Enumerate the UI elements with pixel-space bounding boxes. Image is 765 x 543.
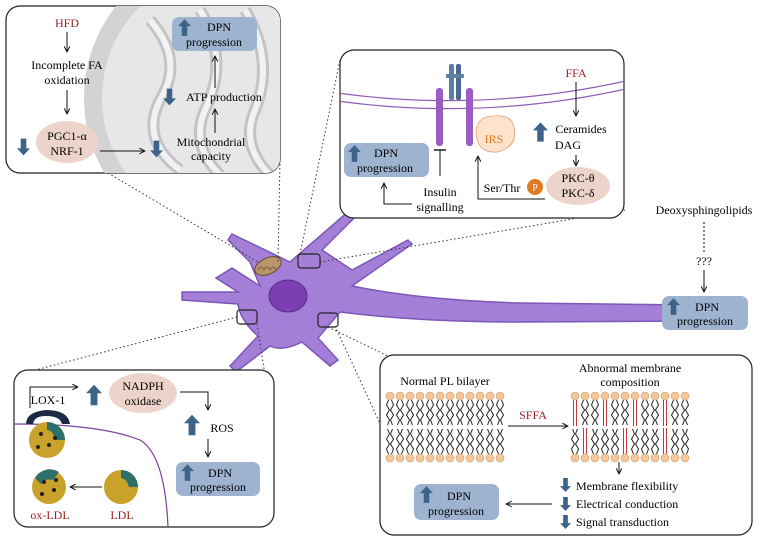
ldl-particle (104, 470, 138, 504)
hfd-label: HFD (55, 16, 79, 30)
insulin-line2: signalling (416, 200, 463, 214)
ox-ldl-label: ox-LDL (30, 508, 69, 522)
neuron-body (181, 208, 691, 373)
pkc-pill (546, 167, 610, 205)
dpn-box-ldl (176, 462, 260, 496)
irs-blob (475, 115, 516, 153)
neuron (181, 208, 691, 373)
dpn-deoxy-line2: progression (677, 314, 733, 328)
normal-bilayer-label: Normal PL bilayer (400, 374, 490, 388)
nadph-line2: oxidase (125, 394, 162, 408)
abnormal-line1: Abnormal membrane (579, 361, 681, 375)
insulin-receptor (436, 64, 473, 146)
mitochondrion-small (254, 256, 282, 276)
ser-thr-label: Ser/Thr (484, 181, 521, 195)
dpn-mito-line2: progression (186, 35, 242, 49)
nadph-line1: NADPH (122, 379, 164, 393)
dpn-deoxy-line1: DPN (695, 300, 719, 314)
arrow-nadph-ros (180, 391, 208, 410)
deoxy-section: Deoxysphingolipids ??? DPN progression (656, 203, 753, 330)
mitochondria-panel: HFD Incomplete FA oxidation PGC1-α NRF-1… (5, 5, 281, 174)
pgc-line2: NRF-1 (50, 144, 83, 158)
cell-membrane-ldl (14, 423, 169, 527)
lox-label: LOX-1 (31, 393, 66, 407)
arrow-pkc-irs (478, 156, 545, 200)
membrane-flexibility: Membrane flexibility (576, 479, 678, 493)
ffa-label: FFA (565, 66, 586, 80)
fa-oxidation-line2: oxidation (44, 73, 89, 87)
membrane-panel: Normal PL bilayer Abnormal membrane comp… (379, 354, 753, 536)
sffa-label: SFFA (519, 408, 547, 422)
dpn-insulin-line2: progression (357, 161, 413, 175)
ldl-panel: LOX-1 NADPH oxidase ROS DPN progression (13, 369, 275, 528)
mito-capacity-line2: capacity (191, 149, 231, 163)
ros-label: ROS (210, 421, 233, 435)
dpn-membrane-line1: DPN (447, 489, 471, 503)
unknown-label: ??? (696, 254, 712, 268)
arrow-lox-nadph (29, 387, 78, 408)
deoxy-label: Deoxysphingolipids (656, 203, 753, 217)
dpn-ldl-line2: progression (190, 480, 246, 494)
dpn-ldl-line1: DPN (208, 466, 232, 480)
abnormal-bilayer (570, 391, 690, 463)
pkc-theta: PKC-θ (561, 171, 594, 185)
dag-label: DAG (555, 138, 581, 152)
dpn-box-membrane (414, 484, 499, 520)
dpn-box-deoxy (662, 296, 748, 330)
irs-label: IRS (485, 132, 504, 146)
mitochondrion-background (84, 6, 280, 173)
lox1-receptor (26, 410, 70, 458)
dpn-insulin-line1: DPN (374, 146, 398, 160)
insulin-line1: Insulin (423, 185, 456, 199)
abnormal-line2: composition (600, 375, 659, 389)
phosphate-icon (527, 179, 543, 195)
ldl-label: LDL (110, 508, 133, 522)
fa-oxidation-line1: Incomplete FA (31, 58, 103, 72)
mito-cristae-small (257, 266, 277, 271)
dpn-box-insulin (344, 143, 429, 177)
nucleus (268, 279, 308, 313)
phosphate-label: P (532, 183, 538, 194)
cell-membrane (340, 79, 624, 110)
pkc-delta: PKC-δ (562, 186, 595, 200)
ceramides-label: Ceramides (555, 122, 607, 136)
insulin-panel: IRS FFA Ceramides DAG PKC-θ PKC-δ P Ser/… (339, 49, 625, 219)
arrow-insulin-dpn (384, 183, 412, 205)
signal-transduction: Signal transduction (576, 515, 669, 529)
ox-ldl-particle (32, 469, 66, 504)
atp-label: ATP production (186, 90, 262, 104)
normal-bilayer (385, 391, 505, 463)
electrical-conduction: Electrical conduction (576, 497, 678, 511)
pgc-line1: PGC1-α (47, 129, 87, 143)
nadph-pill (109, 373, 177, 413)
zoom-box-insulin (297, 253, 321, 269)
dpn-box-mito (172, 17, 257, 51)
dpn-membrane-line2: progression (428, 504, 484, 518)
pgc-pill (36, 121, 98, 163)
mito-capacity-line1: Mitochondrial (177, 135, 246, 149)
dpn-mito-line1: DPN (207, 20, 231, 34)
